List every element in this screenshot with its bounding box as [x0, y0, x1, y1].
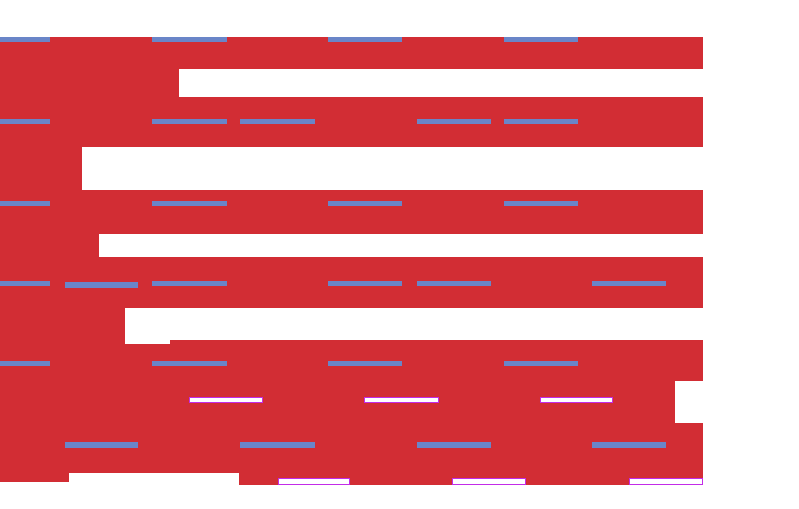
blue-underline-bar: [240, 442, 315, 448]
blue-underline-bar: [0, 361, 50, 366]
red-block: [0, 69, 179, 97]
white-notch: [675, 381, 703, 423]
blue-underline-bar: [152, 361, 227, 366]
magenta-outlined-bar: [540, 397, 613, 403]
blue-underline-bar: [504, 119, 578, 124]
blue-underline-bar: [417, 119, 491, 124]
blue-underline-bar: [152, 37, 227, 42]
blue-underline-bar: [328, 281, 402, 286]
blue-underline-bar: [152, 119, 227, 124]
blue-underline-bar: [328, 37, 402, 42]
blue-underline-bar: [504, 201, 578, 206]
blue-underline-bar: [504, 37, 578, 42]
blue-underline-bar: [417, 442, 491, 448]
magenta-outlined-bar: [189, 397, 263, 403]
magenta-outlined-bar: [629, 478, 703, 485]
red-block: [0, 97, 703, 147]
blue-underline-bar: [240, 119, 315, 124]
magenta-outlined-bar: [452, 478, 526, 485]
blue-underline-bar: [328, 361, 402, 366]
red-block: [0, 190, 703, 234]
red-block: [0, 37, 703, 69]
red-block: [0, 234, 99, 257]
blue-underline-bar: [328, 201, 402, 206]
red-block: [0, 147, 82, 190]
white-notch: [125, 340, 170, 344]
blue-underline-bar: [417, 281, 491, 286]
blue-underline-bar: [592, 442, 666, 448]
red-block: [0, 308, 125, 340]
blue-underline-bar: [0, 281, 50, 286]
blue-underline-bar: [65, 442, 138, 448]
magenta-outlined-bar: [364, 397, 439, 403]
blue-underline-bar: [0, 201, 50, 206]
blue-underline-bar: [152, 281, 227, 286]
red-block: [0, 473, 69, 482]
blue-underline-bar: [65, 282, 138, 288]
blue-underline-bar: [592, 281, 666, 286]
blue-underline-bar: [152, 201, 227, 206]
blue-underline-bar: [0, 119, 50, 124]
magenta-outlined-bar: [278, 478, 350, 485]
red-block: [0, 340, 703, 473]
blue-underline-bar: [504, 361, 578, 366]
blue-underline-bar: [0, 37, 50, 42]
